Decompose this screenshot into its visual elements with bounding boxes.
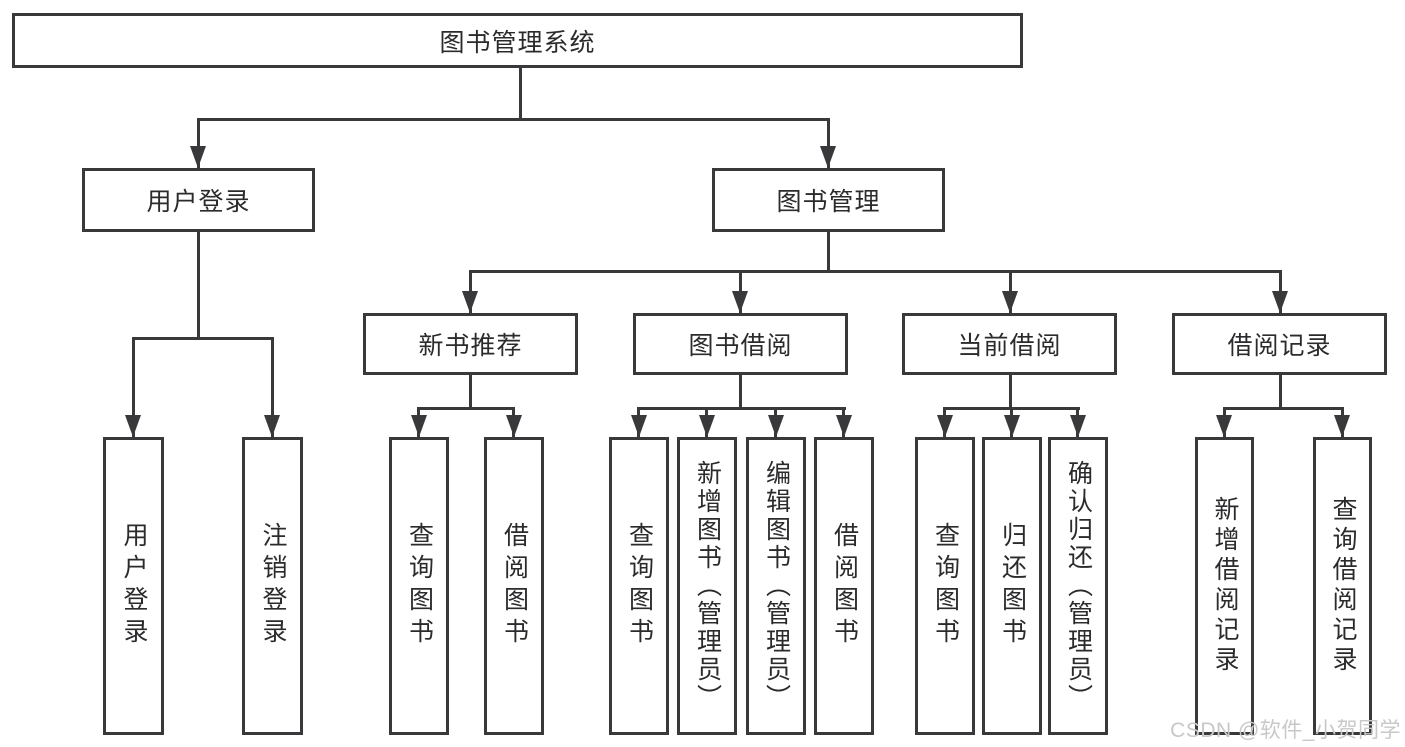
leaf-add-book-admin: 新增图书（管理员） [677, 437, 737, 735]
connector-line [739, 373, 742, 410]
arrowhead-down-icon [411, 415, 427, 437]
node-label: 图书借阅 [688, 332, 793, 360]
leaf-logout: 注销登录 [242, 437, 303, 735]
node-label: 用户登录 [146, 188, 251, 216]
leaf-search-books-borrow: 查询图书 [609, 437, 669, 735]
connector-line [132, 337, 274, 340]
leaf-borrow-books: 借阅图书 [814, 437, 874, 735]
arrowhead-down-icon [768, 415, 784, 437]
arrowhead-down-icon [836, 415, 852, 437]
arrowhead-down-icon [1002, 291, 1018, 313]
leaf-label: 查询图书 [931, 522, 960, 650]
node-new-book-recommendation: 新书推荐 [363, 313, 578, 375]
connector-line [197, 118, 830, 121]
connector-line [132, 337, 135, 437]
leaf-label: 查询图书 [625, 522, 654, 650]
leaf-label: 查询图书 [405, 522, 434, 650]
connector-line [1009, 373, 1012, 410]
node-current-borrowing: 当前借阅 [902, 313, 1117, 375]
arrowhead-down-icon [506, 415, 522, 437]
connector-line [469, 270, 1282, 273]
leaf-label: 归还图书 [998, 522, 1027, 650]
leaf-search-borrow-record: 查询借阅记录 [1313, 437, 1372, 735]
arrowhead-down-icon [1216, 415, 1232, 437]
connector-line [1223, 407, 1344, 410]
leaf-label: 编辑图书（管理员） [762, 460, 791, 712]
node-book-management: 图书管理 [712, 168, 945, 232]
connector-line [469, 373, 472, 410]
arrowhead-down-icon [820, 146, 836, 168]
arrowhead-down-icon [699, 415, 715, 437]
leaf-confirm-return-admin: 确认归还（管理员） [1048, 437, 1108, 735]
node-label: 当前借阅 [957, 332, 1062, 360]
leaf-label: 借阅图书 [830, 522, 859, 650]
leaf-label: 查询借阅记录 [1329, 496, 1357, 676]
node-label: 借阅记录 [1227, 332, 1332, 360]
connector-line [1279, 373, 1282, 410]
watermark: CSDN @软件_小贺同学 [1170, 719, 1401, 742]
node-book-borrowing: 图书借阅 [633, 313, 848, 375]
connector-line [519, 66, 522, 121]
connector-line [417, 407, 515, 410]
leaf-search-books-recommend: 查询图书 [389, 437, 449, 735]
leaf-borrow-books-recommend: 借阅图书 [484, 437, 544, 735]
connector-line [197, 118, 200, 168]
node-borrowing-records: 借阅记录 [1172, 313, 1387, 375]
leaf-label: 注销登录 [259, 522, 287, 650]
node-user-login: 用户登录 [82, 168, 315, 232]
arrowhead-down-icon [462, 291, 478, 313]
connector-line [637, 407, 846, 410]
leaf-label: 确认归还（管理员） [1064, 460, 1093, 712]
leaf-search-books-current: 查询图书 [915, 437, 975, 735]
leaf-label: 用户登录 [120, 522, 148, 650]
arrowhead-down-icon [1070, 415, 1086, 437]
node-label: 图书管理 [776, 188, 881, 216]
leaf-label: 新增图书（管理员） [693, 460, 722, 712]
connector-line [271, 337, 274, 437]
node-label: 新书推荐 [418, 332, 523, 360]
leaf-label: 借阅图书 [500, 522, 529, 650]
arrowhead-down-icon [1272, 291, 1288, 313]
connector-line [827, 118, 830, 168]
arrowhead-down-icon [937, 415, 953, 437]
leaf-add-borrow-record: 新增借阅记录 [1195, 437, 1254, 735]
leaf-label: 新增借阅记录 [1211, 496, 1239, 676]
connector-line [827, 230, 830, 273]
arrowhead-down-icon [732, 291, 748, 313]
arrowhead-down-icon [190, 146, 206, 168]
node-label: 图书管理系统 [439, 28, 596, 57]
arrowhead-down-icon [631, 415, 647, 437]
arrowhead-down-icon [1334, 415, 1350, 437]
leaf-user-login: 用户登录 [103, 437, 164, 735]
node-library-management-system: 图书管理系统 [12, 13, 1023, 68]
leaf-edit-book-admin: 编辑图书（管理员） [746, 437, 806, 735]
connector-line [197, 230, 200, 340]
arrowhead-down-icon [1004, 415, 1020, 437]
arrowhead-down-icon [264, 415, 280, 437]
leaf-return-books: 归还图书 [982, 437, 1042, 735]
arrowhead-down-icon [125, 415, 141, 437]
